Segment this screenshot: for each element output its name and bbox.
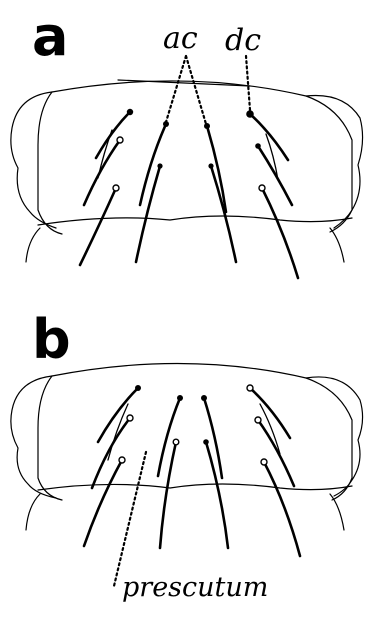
pointer-ac-right (186, 56, 206, 124)
panel-b-pointers (114, 452, 146, 586)
socket-a-7 (208, 163, 213, 168)
panel-a-pointers (166, 56, 250, 124)
label-prescutum: prescutum (122, 572, 268, 603)
socket-b-7 (203, 439, 209, 445)
socket-a-3 (113, 185, 119, 191)
socket-a-2 (117, 137, 123, 143)
socket-a-8 (246, 110, 254, 118)
bristle-a-dc-right-3 (262, 188, 298, 278)
pointer-ac-left (166, 56, 186, 122)
panel-b-bristles (84, 388, 300, 556)
panel-a-letter: a (32, 5, 68, 68)
bristle-a-ac-right-2 (211, 166, 236, 262)
socket-a-10 (259, 185, 265, 191)
socket-b-8 (247, 385, 253, 391)
panel-b-letter: b (32, 308, 71, 371)
bristle-b-ac-left-1 (158, 398, 180, 476)
panel-a: a ac dc (11, 5, 363, 278)
panel-a-thorax-outline (11, 80, 363, 262)
socket-b-9 (255, 417, 261, 423)
label-ac: ac (163, 21, 198, 56)
bristle-a-ac-right-1 (207, 126, 226, 212)
socket-b-6 (201, 395, 207, 401)
socket-b-10 (261, 459, 267, 465)
socket-a-5 (157, 163, 162, 168)
panel-a-sockets (113, 109, 265, 191)
pointer-prescutum (114, 452, 146, 586)
bristle-a-dc-right-1 (250, 114, 288, 160)
bristle-b-ac-right-2 (206, 442, 228, 548)
bristle-a-ac-left-2 (136, 166, 160, 262)
socket-b-2 (127, 415, 133, 421)
label-dc: dc (225, 23, 261, 58)
bristle-b-left-2 (92, 418, 130, 488)
socket-a-6 (204, 123, 210, 129)
socket-b-3 (119, 457, 125, 463)
bristle-b-left-3 (84, 460, 122, 546)
panel-a-bristles (80, 112, 298, 278)
socket-b-5 (173, 439, 179, 445)
socket-a-9 (255, 143, 261, 149)
bristle-b-right-2 (258, 420, 294, 486)
socket-a-1 (127, 109, 133, 115)
bristle-a-dc-right-2 (258, 146, 292, 205)
panel-b: b (11, 308, 363, 603)
bristle-b-right-3 (264, 462, 300, 556)
socket-b-1 (135, 385, 141, 391)
pointer-dc (246, 56, 250, 110)
panel-b-thorax-outline (11, 363, 363, 530)
panel-b-sockets (119, 385, 267, 465)
bristle-b-right-1 (250, 388, 290, 438)
socket-b-4 (177, 395, 183, 401)
